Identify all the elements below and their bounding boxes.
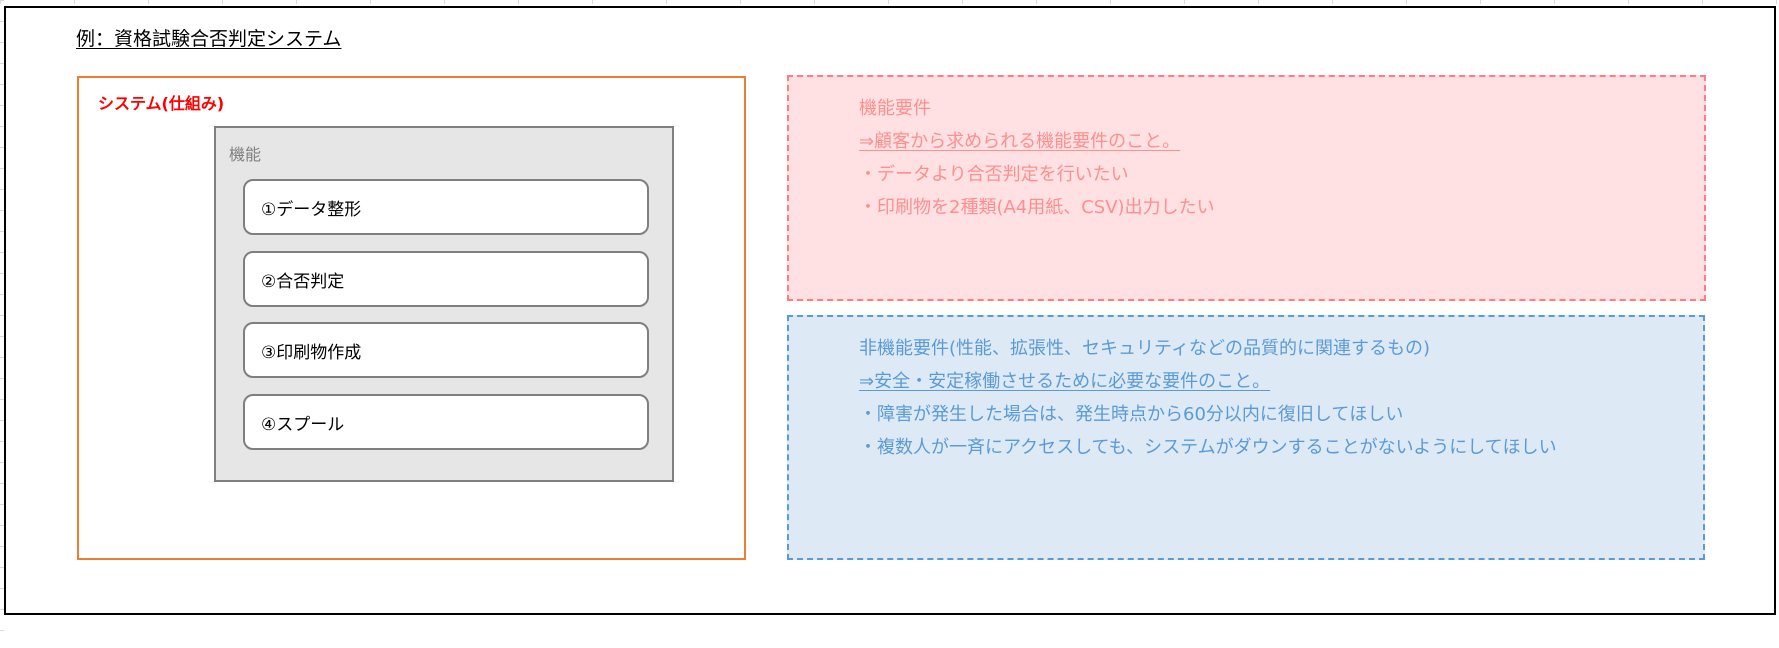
nonfunctional-requirement-item: ・障害が発生した場合は、発生時点から60分以内に復旧してほしい [859,404,1404,425]
functional-requirements-definition: ⇒顧客から求められる機能要件のこと。 [859,131,1181,152]
functional-requirement-item: ・データより合否判定を行いたい [859,164,1129,185]
functional-requirements-box [787,75,1706,301]
function-item-print-creation: ③印刷物作成 [243,322,649,378]
nonfunctional-requirements-box [787,315,1705,560]
function-panel-label: 機能 [229,145,262,164]
nonfunctional-requirement-item: ・複数人が一斉にアクセスしても、システムがダウンすることがないようにしてほしい [859,437,1557,458]
system-label: システム(仕組み) [98,94,225,113]
diagram-title: 例：資格試験合否判定システム [76,28,342,50]
sheet-gridlines-top [0,0,1779,4]
functional-requirement-item: ・印刷物を2種類(A4用紙、CSV)出力したい [859,197,1215,218]
function-item-pass-fail: ②合否判定 [243,251,649,307]
function-item-spool: ④スプール [243,394,649,450]
functional-requirements-heading: 機能要件 [859,98,931,119]
nonfunctional-requirements-heading: 非機能要件(性能、拡張性、セキュリティなどの品質的に関連するもの) [859,338,1430,359]
nonfunctional-requirements-definition: ⇒安全・安定稼働させるために必要な要件のこと。 [859,371,1271,392]
function-item-data-formatting: ①データ整形 [243,179,649,235]
sheet-gridlines-left [0,0,4,648]
